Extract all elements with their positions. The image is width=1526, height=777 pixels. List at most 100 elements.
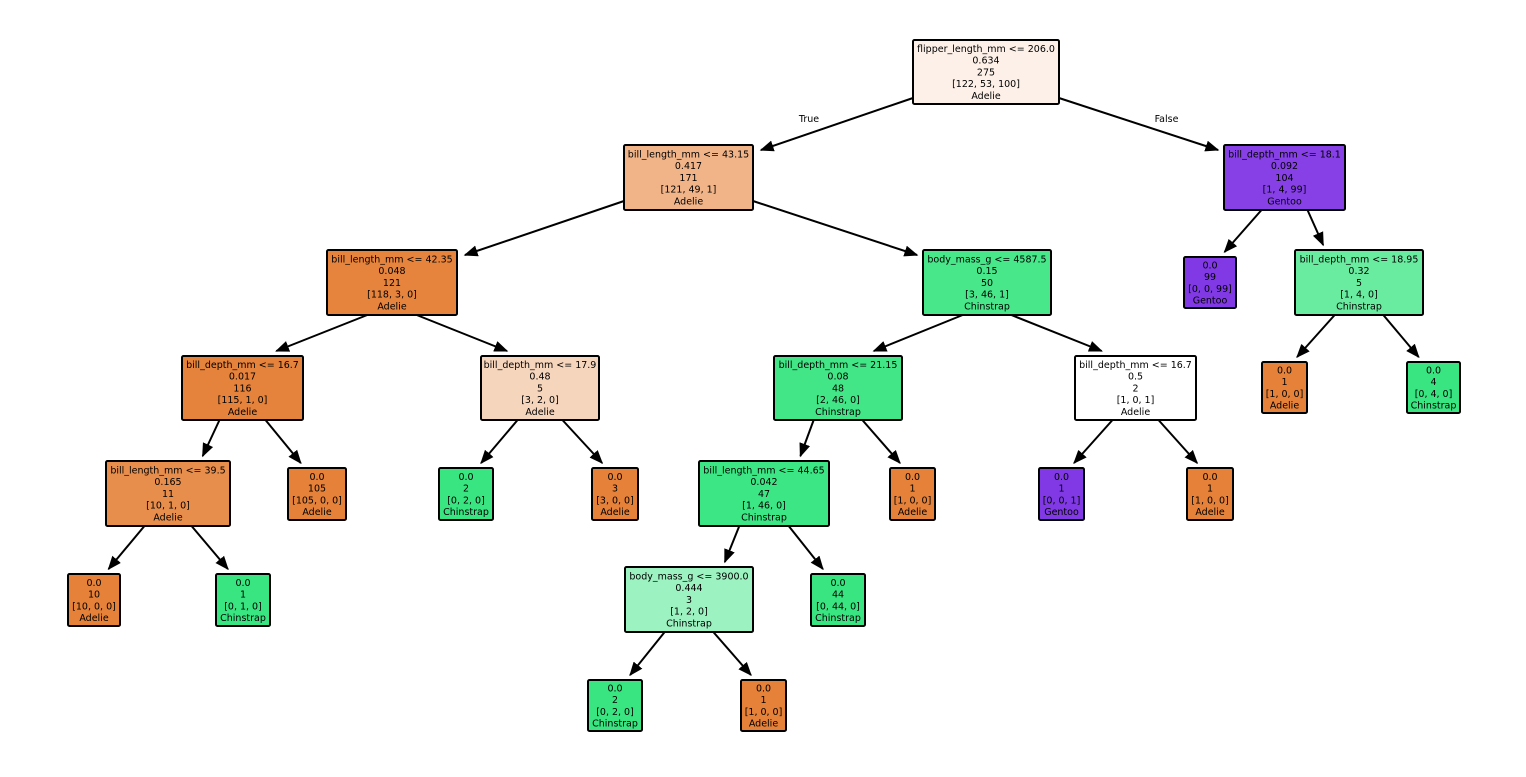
node-text-line: 0.0 bbox=[905, 472, 920, 483]
node-text-line: 0.417 bbox=[675, 161, 702, 172]
node-text-line: bill_length_mm <= 39.5 bbox=[110, 466, 225, 477]
tree-node: bill_depth_mm <= 16.70.52[1, 0, 1]Adelie bbox=[1074, 355, 1197, 421]
node-box bbox=[1261, 361, 1308, 414]
tree-edge-arrow bbox=[416, 314, 509, 352]
node-text-line: 47 bbox=[758, 489, 770, 500]
node-text-line: Chinstrap bbox=[1336, 301, 1382, 312]
node-text-line: Chinstrap bbox=[815, 407, 861, 418]
node-text-line: 1 bbox=[760, 695, 766, 706]
node-text-line: Chinstrap bbox=[964, 301, 1010, 312]
tree-node: 0.02[0, 2, 0]Chinstrap bbox=[438, 467, 494, 521]
node-text-line: [3, 2, 0] bbox=[521, 395, 559, 406]
node-text-line: 1 bbox=[1207, 484, 1213, 495]
node-text-line: 0.634 bbox=[972, 56, 999, 67]
node-box bbox=[889, 467, 936, 521]
node-text-line: 0.0 bbox=[309, 472, 324, 483]
tree-edge-arrow bbox=[1010, 314, 1103, 352]
tree-edge-arrow bbox=[752, 200, 919, 257]
node-text-line: Adelie bbox=[1270, 400, 1299, 411]
node-text-line: 2 bbox=[612, 695, 618, 706]
node-text-line: 48 bbox=[832, 383, 844, 394]
tree-node: 0.02[0, 2, 0]Chinstrap bbox=[587, 679, 643, 732]
node-text-line: Adelie bbox=[749, 718, 778, 729]
node-text-line: 0.0 bbox=[1277, 365, 1292, 376]
tree-edge-arrow bbox=[861, 419, 901, 465]
node-text-line: 0.0 bbox=[756, 683, 771, 694]
tree-node: 0.010[10, 0, 0]Adelie bbox=[67, 573, 121, 627]
tree-edge-arrow bbox=[759, 97, 914, 152]
node-text-line: [115, 1, 0] bbox=[218, 395, 268, 406]
node-text-line: [122, 53, 100] bbox=[952, 79, 1020, 90]
node-text-line: 116 bbox=[233, 383, 251, 394]
node-text-line: 11 bbox=[162, 489, 174, 500]
node-text-line: Adelie bbox=[898, 507, 927, 518]
tree-edge-arrow bbox=[1058, 97, 1220, 152]
node-text-line: Adelie bbox=[377, 301, 406, 312]
node-text-line: [1, 0, 0] bbox=[745, 707, 783, 718]
node-box bbox=[922, 249, 1052, 316]
node-text-line: 0.0 bbox=[458, 472, 473, 483]
tree-edge-arrow bbox=[1382, 314, 1420, 359]
node-text-line: bill_length_mm <= 43.15 bbox=[628, 150, 749, 161]
node-text-line: Adelie bbox=[79, 613, 108, 624]
tree-edge-arrow bbox=[561, 419, 604, 465]
node-text-line: bill_depth_mm <= 16.7 bbox=[186, 360, 299, 371]
edge-label-true: True bbox=[798, 114, 819, 125]
node-text-line: 0.0 bbox=[86, 578, 101, 589]
node-text-line: 10 bbox=[88, 590, 100, 601]
node-text-line: [1, 4, 99] bbox=[1263, 185, 1307, 196]
node-text-line: 1 bbox=[909, 484, 915, 495]
node-text-line: [1, 0, 1] bbox=[1117, 395, 1155, 406]
node-text-line: Chinstrap bbox=[666, 618, 712, 629]
node-text-line: 2 bbox=[1132, 383, 1138, 394]
node-box bbox=[773, 355, 903, 421]
node-text-line: 99 bbox=[1204, 272, 1216, 283]
tree-node: 0.01[0, 1, 0]Chinstrap bbox=[215, 573, 271, 627]
node-box bbox=[67, 573, 121, 627]
node-text-line: [1, 0, 0] bbox=[1266, 389, 1304, 400]
node-text-line: body_mass_g <= 4587.5 bbox=[927, 255, 1046, 266]
node-text-line: 50 bbox=[981, 278, 993, 289]
node-text-line: 0.165 bbox=[154, 477, 181, 488]
node-text-line: Chinstrap bbox=[741, 512, 787, 523]
tree-edge-arrow bbox=[1223, 209, 1263, 254]
nodes-layer: flipper_length_mm <= 206.00.634275[122, … bbox=[67, 39, 1461, 732]
node-text-line: 3 bbox=[612, 484, 618, 495]
node-text-line: 0.092 bbox=[1271, 161, 1298, 172]
node-text-line: [0, 4, 0] bbox=[1415, 389, 1453, 400]
node-text-line: 5 bbox=[537, 383, 543, 394]
tree-edge-arrow bbox=[629, 631, 666, 677]
node-box bbox=[1074, 355, 1197, 421]
node-box bbox=[1294, 249, 1424, 316]
node-box bbox=[587, 679, 643, 732]
tree-node: 0.01[1, 0, 0]Adelie bbox=[1261, 361, 1308, 414]
tree-edge-arrow bbox=[275, 314, 368, 352]
node-text-line: [0, 0, 99] bbox=[1188, 284, 1232, 295]
node-text-line: 2 bbox=[463, 484, 469, 495]
node-text-line: body_mass_g <= 3900.0 bbox=[629, 572, 748, 583]
node-box bbox=[624, 566, 754, 633]
node-text-line: [2, 46, 0] bbox=[816, 395, 860, 406]
node-text-line: 0.0 bbox=[1202, 472, 1217, 483]
node-text-line: Chinstrap bbox=[220, 613, 266, 624]
node-text-line: Gentoo bbox=[1044, 507, 1079, 518]
node-text-line: Adelie bbox=[525, 407, 554, 418]
node-text-line: 121 bbox=[383, 278, 401, 289]
node-text-line: Chinstrap bbox=[815, 613, 861, 624]
node-box bbox=[438, 467, 494, 521]
node-box bbox=[912, 39, 1060, 105]
tree-node: 0.04[0, 4, 0]Chinstrap bbox=[1406, 361, 1461, 414]
node-box bbox=[326, 249, 458, 316]
node-text-line: 0.0 bbox=[235, 578, 250, 589]
node-text-line: Adelie bbox=[1195, 507, 1224, 518]
node-box bbox=[1186, 467, 1234, 521]
node-text-line: bill_depth_mm <= 21.15 bbox=[779, 360, 898, 371]
tree-edge-arrow bbox=[201, 419, 221, 458]
tree-edge-arrow bbox=[1073, 419, 1114, 465]
node-text-line: 0.0 bbox=[607, 472, 622, 483]
